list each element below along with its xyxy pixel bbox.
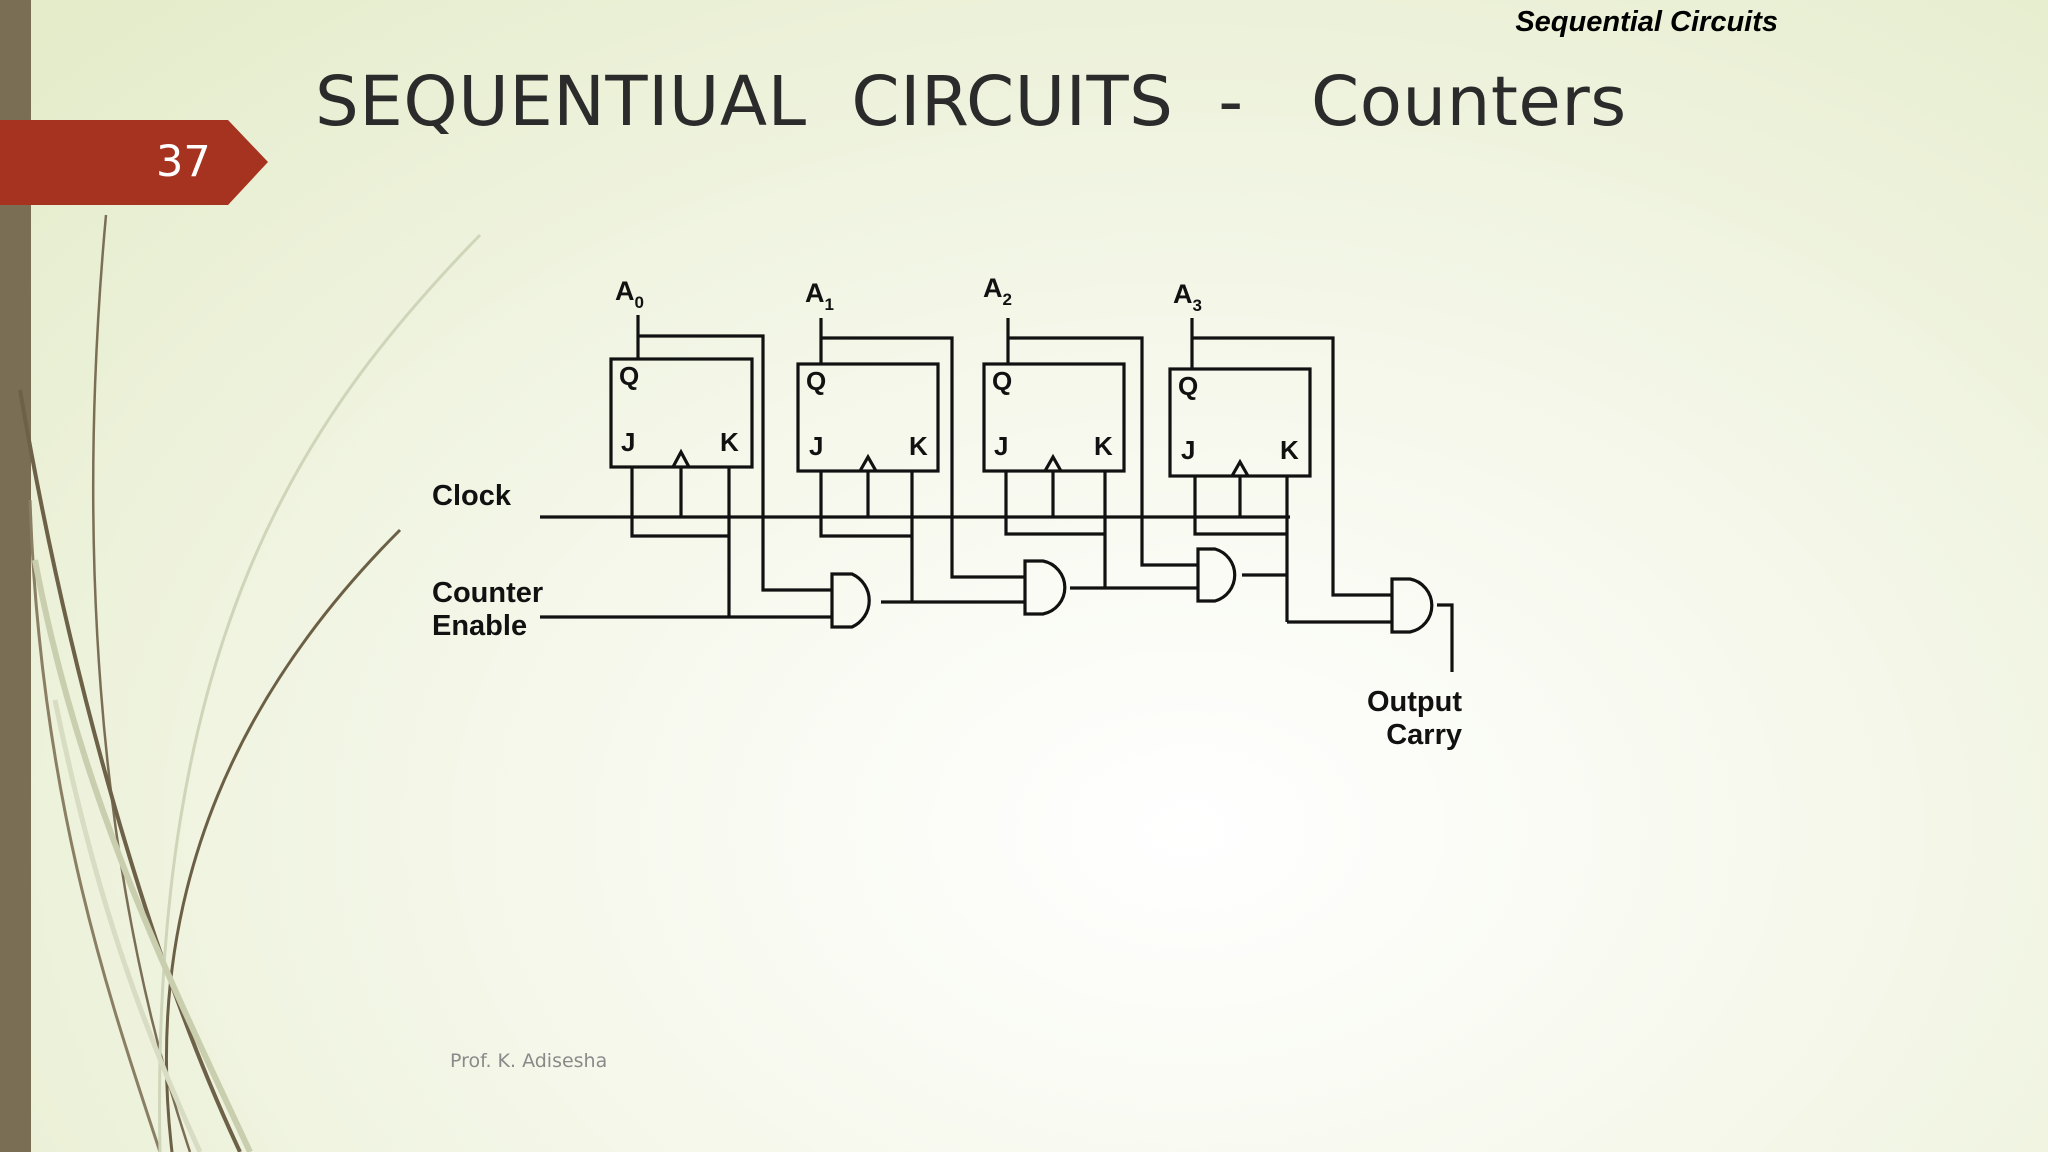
ff1-q-label: Q bbox=[806, 366, 826, 396]
output-subscript-a1: 1 bbox=[825, 295, 834, 314]
svg-text:A0: A0 bbox=[615, 276, 644, 312]
ff0-j-label: J bbox=[621, 427, 635, 457]
ff3-k-label: K bbox=[1280, 435, 1299, 465]
svg-text:A2: A2 bbox=[983, 273, 1012, 309]
header-label: Sequential Circuits bbox=[1515, 6, 1778, 38]
slide-number-tab bbox=[0, 120, 268, 205]
output-label-a0: A bbox=[615, 276, 635, 306]
and-gate-1 bbox=[830, 572, 871, 629]
circuit-wires bbox=[540, 315, 1454, 672]
ff0-q-label: Q bbox=[619, 361, 639, 391]
slide-title: SEQUENTIUAL CIRCUITS - Counters bbox=[315, 62, 1627, 142]
ff2-k-label: K bbox=[1094, 431, 1113, 461]
ff2-j-label: J bbox=[994, 431, 1008, 461]
ff2-q-label: Q bbox=[992, 366, 1012, 396]
output-subscript-a3: 3 bbox=[1193, 296, 1202, 315]
output-subscript-a0: 0 bbox=[635, 293, 644, 312]
clock-label: Clock bbox=[432, 480, 512, 512]
output-carry-label-line1: Output bbox=[1367, 686, 1462, 718]
footer-author: Prof. K. Adisesha bbox=[450, 1050, 608, 1072]
svg-text:A1: A1 bbox=[805, 278, 834, 314]
counter-enable-label-line1: Counter bbox=[432, 577, 543, 609]
output-carry-label-line2: Carry bbox=[1386, 719, 1462, 751]
flipflop-pin-labels: Q J K Q J K Q J K Q J K bbox=[619, 361, 1299, 465]
output-labels: A0 A1 A2 A3 bbox=[615, 273, 1202, 315]
slide-number: 37 bbox=[156, 137, 211, 187]
and-gate-3 bbox=[1196, 547, 1237, 603]
output-label-a1: A bbox=[805, 278, 825, 308]
output-label-a2: A bbox=[983, 273, 1003, 303]
ff3-q-label: Q bbox=[1178, 371, 1198, 401]
ff1-k-label: K bbox=[909, 431, 928, 461]
and-gate-4 bbox=[1390, 577, 1434, 634]
counter-enable-label-line2: Enable bbox=[432, 610, 527, 642]
ff3-j-label: J bbox=[1181, 435, 1195, 465]
ff1-j-label: J bbox=[809, 431, 823, 461]
output-label-a3: A bbox=[1173, 279, 1193, 309]
and-gate-2 bbox=[1023, 559, 1067, 616]
svg-text:A3: A3 bbox=[1173, 279, 1202, 315]
ff0-k-label: K bbox=[720, 427, 739, 457]
output-subscript-a2: 2 bbox=[1003, 290, 1012, 309]
